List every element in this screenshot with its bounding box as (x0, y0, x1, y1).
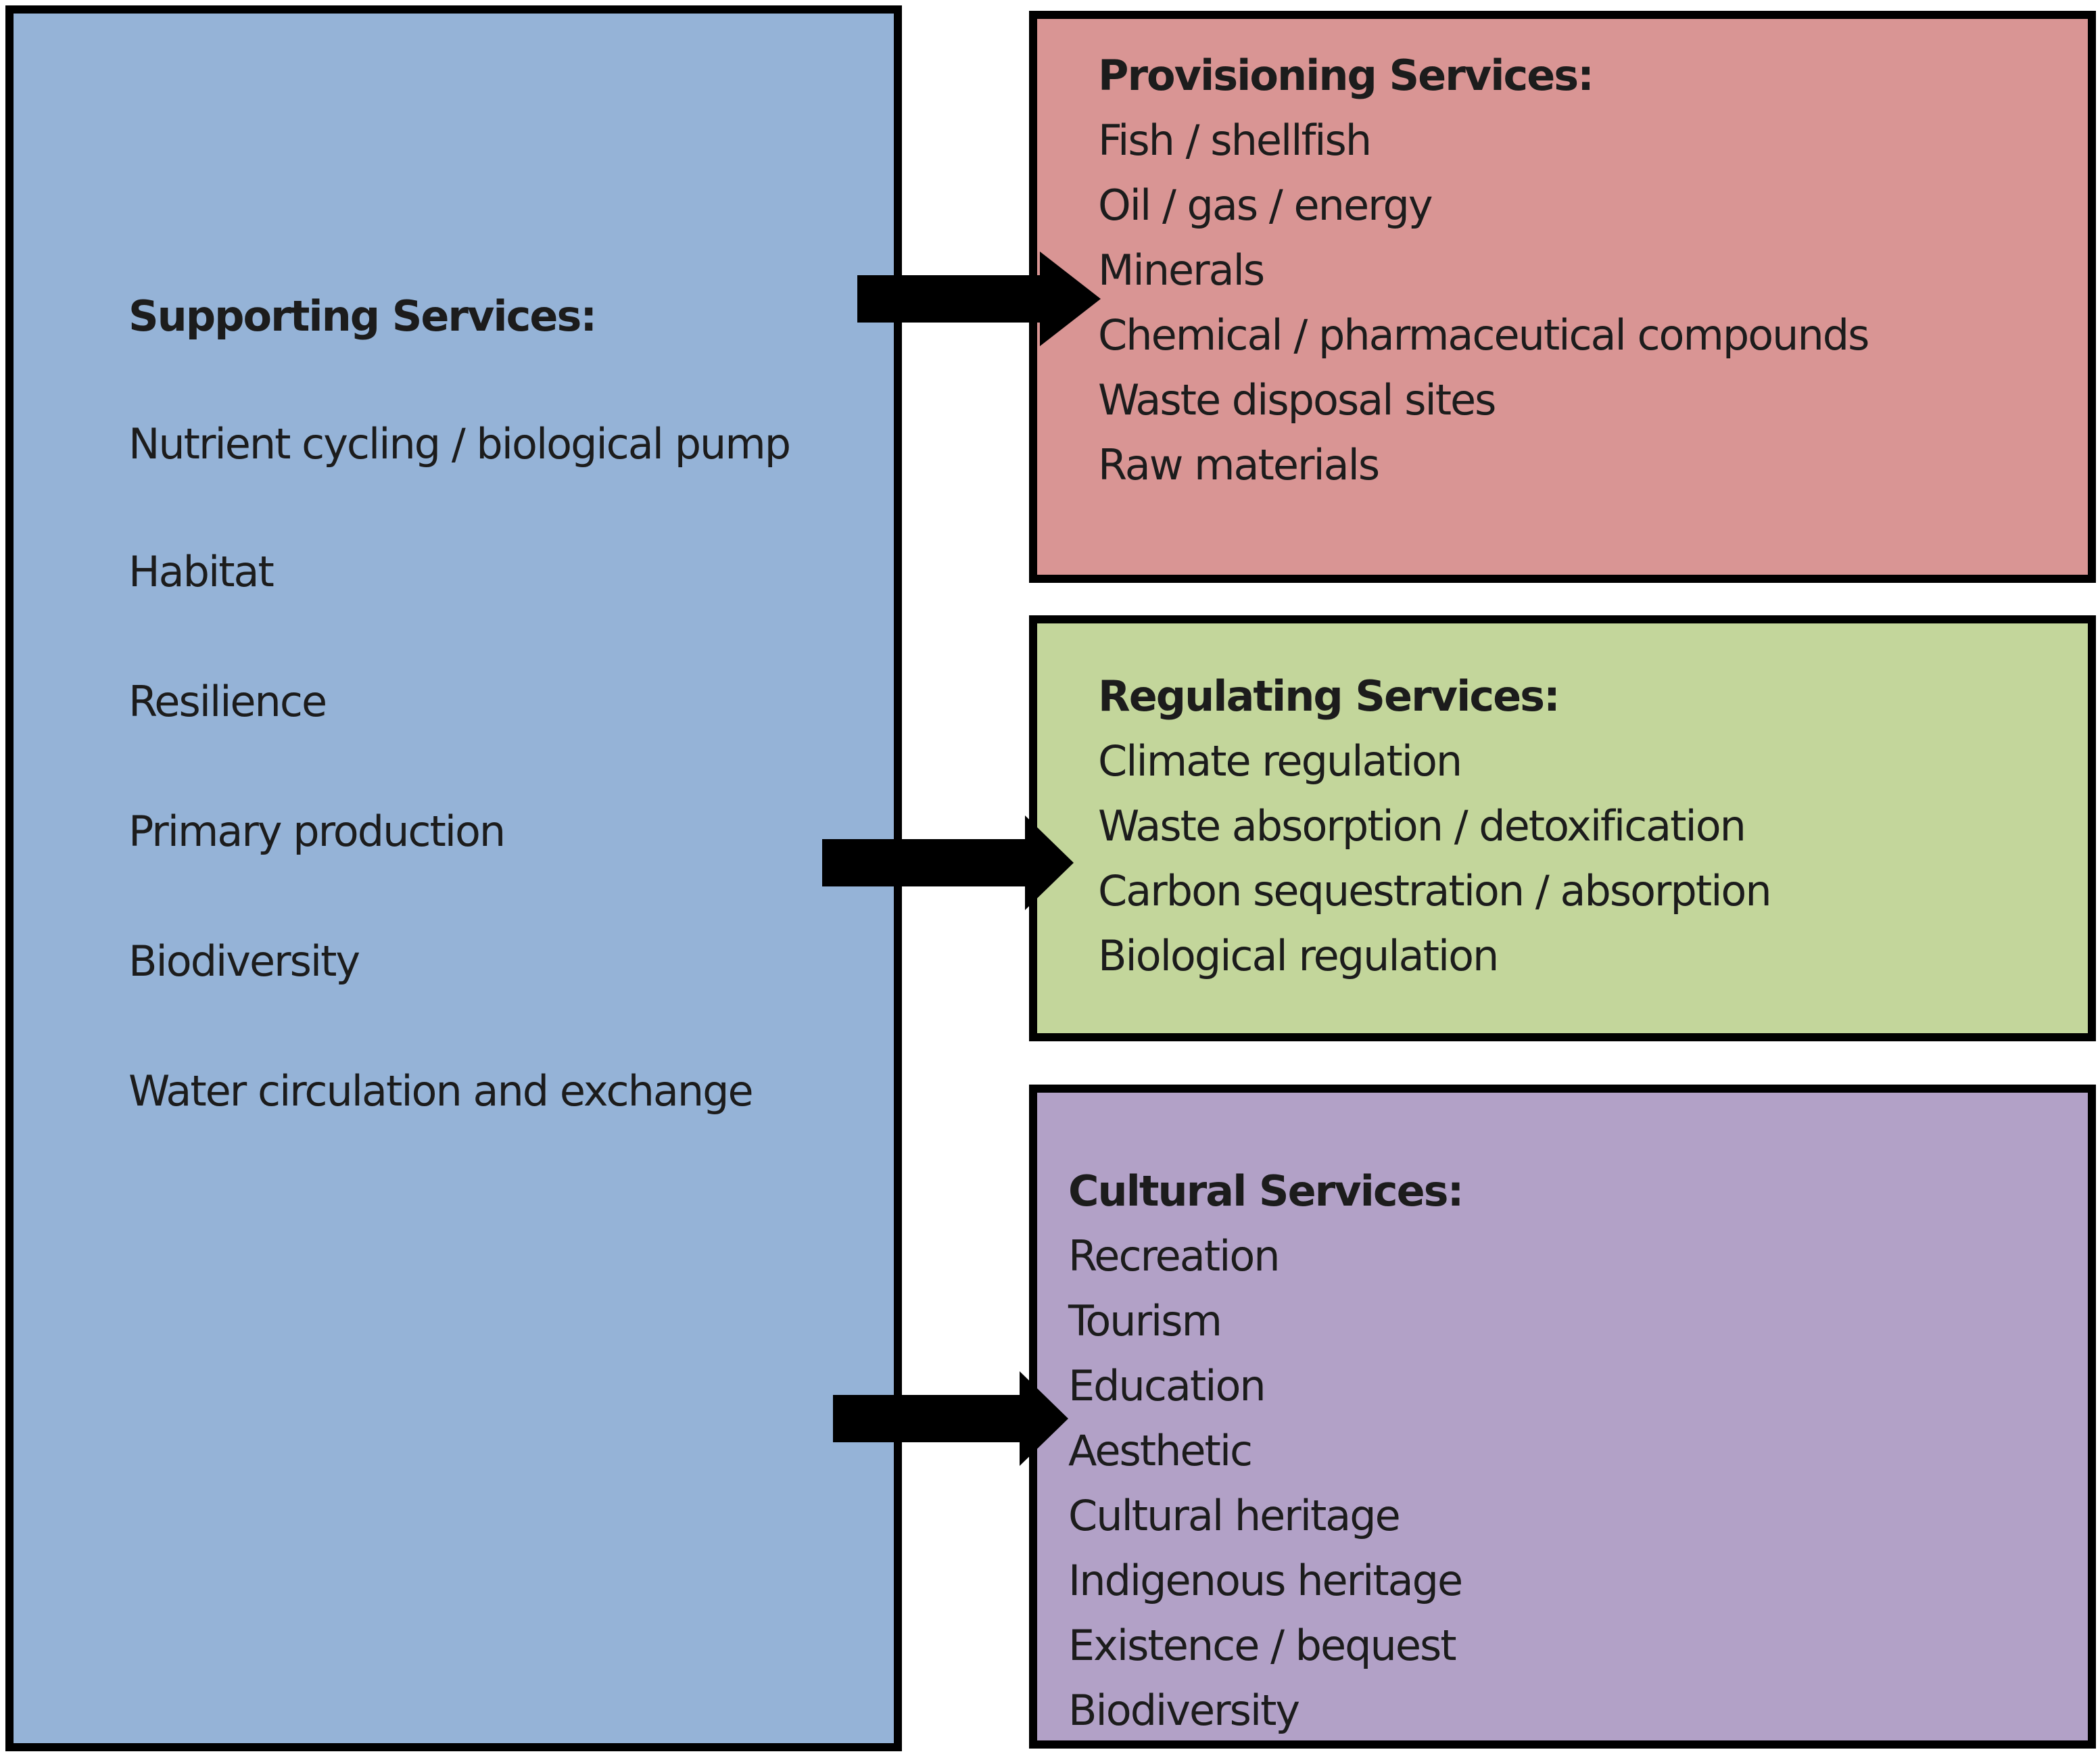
supporting-services-box (5, 5, 902, 1751)
regulating-services-box (1029, 615, 2096, 1041)
cultural-services-text: Cultural Services: Recreation Tourism Ed… (1068, 1159, 1464, 1743)
cultural-item: Biodiversity (1068, 1686, 1300, 1735)
provisioning-item: Waste disposal sites (1098, 375, 1496, 425)
supporting-item: Resilience (128, 677, 327, 726)
regulating-services-heading: Regulating Services: (1098, 671, 1560, 721)
provisioning-item: Oil / gas / energy (1098, 181, 1433, 230)
regulating-item: Carbon sequestration / absorption (1098, 866, 1772, 916)
arrow-to-provisioning-icon (857, 252, 1101, 346)
regulating-services-text: Regulating Services: Climate regulation … (1098, 664, 1772, 989)
arrow-to-regulating-icon (822, 815, 1074, 910)
supporting-item: Water circulation and exchange (128, 1066, 754, 1116)
supporting-item: Primary production (128, 807, 506, 856)
provisioning-services-box (1029, 11, 2096, 583)
supporting-item: Biodiversity (128, 936, 360, 986)
provisioning-item: Raw materials (1098, 440, 1380, 490)
regulating-item: Biological regulation (1098, 931, 1499, 980)
supporting-services-heading: Supporting Services: (128, 291, 597, 341)
provisioning-services-text: Provisioning Services: Fish / shellfish … (1098, 43, 1869, 498)
cultural-item: Existence / bequest (1068, 1621, 1457, 1670)
supporting-item: Nutrient cycling / biological pump (128, 419, 791, 469)
cultural-item: Tourism (1068, 1296, 1222, 1346)
supporting-item: Habitat (128, 547, 275, 596)
cultural-item: Recreation (1068, 1231, 1281, 1281)
cultural-services-box (1029, 1085, 2096, 1749)
supporting-services-text: Supporting Services: Nutrient cycling / … (128, 284, 805, 1124)
cultural-item: Cultural heritage (1068, 1491, 1401, 1540)
provisioning-item: Chemical / pharmaceutical compounds (1098, 310, 1869, 360)
arrow-to-cultural-icon (833, 1371, 1068, 1466)
provisioning-services-heading: Provisioning Services: (1098, 51, 1594, 100)
cultural-services-heading: Cultural Services: (1068, 1166, 1464, 1216)
regulating-item: Climate regulation (1098, 736, 1462, 786)
regulating-item: Waste absorption / detoxification (1098, 801, 1746, 851)
cultural-item: Aesthetic (1068, 1426, 1253, 1475)
cultural-item: Education (1068, 1361, 1266, 1410)
provisioning-item: Minerals (1098, 245, 1265, 295)
provisioning-item: Fish / shellfish (1098, 116, 1372, 165)
cultural-item: Indigenous heritage (1068, 1556, 1463, 1605)
